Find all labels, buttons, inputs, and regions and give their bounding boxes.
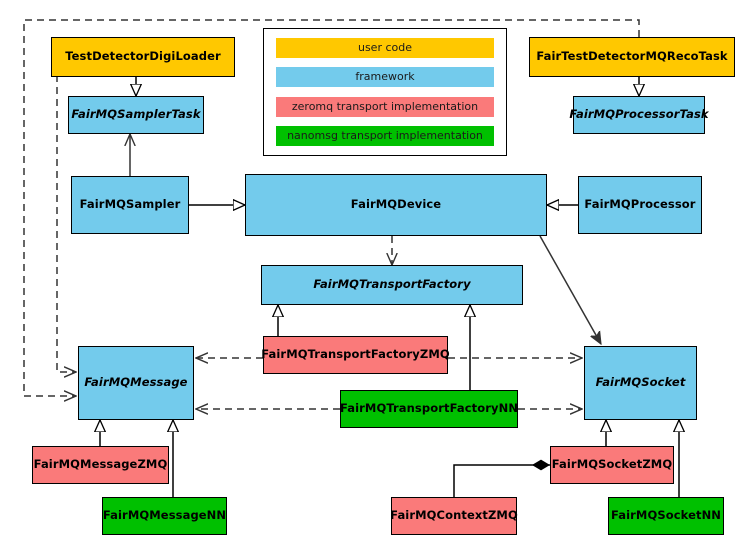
legend-item-user-code: user code bbox=[276, 38, 494, 58]
node-test-detector-digi-loader[interactable]: TestDetectorDigiLoader bbox=[51, 37, 235, 77]
node-fairmq-transport-factory[interactable]: FairMQTransportFactory bbox=[261, 265, 523, 305]
node-fairmq-processor[interactable]: FairMQProcessor bbox=[578, 176, 702, 234]
edge-device-socket bbox=[539, 235, 601, 344]
node-fairmq-transport-factory-zmq[interactable]: FairMQTransportFactoryZMQ bbox=[261, 336, 450, 374]
node-fairmq-socket-zmq[interactable]: FairMQSocketZMQ bbox=[550, 446, 674, 484]
node-fairmq-sampler[interactable]: FairMQSampler bbox=[71, 176, 189, 234]
legend-item-nanomsg: nanomsg transport implementation bbox=[276, 125, 494, 146]
node-fairmq-message[interactable]: FairMQMessage bbox=[78, 346, 194, 420]
node-fairmq-message-nn[interactable]: FairMQMessageNN bbox=[102, 497, 227, 535]
node-fairmq-message-zmq[interactable]: FairMQMessageZMQ bbox=[32, 446, 169, 484]
node-fairmq-socket[interactable]: FairMQSocket bbox=[584, 346, 697, 420]
legend: user code framework zeromq transport imp… bbox=[263, 28, 507, 156]
node-fairmq-device[interactable]: FairMQDevice bbox=[245, 174, 547, 236]
legend-item-zeromq: zeromq transport implementation bbox=[276, 96, 494, 117]
node-fairmq-processor-task[interactable]: FairMQProcessorTask bbox=[569, 96, 709, 134]
node-fairmq-sampler-task[interactable]: FairMQSamplerTask bbox=[68, 96, 204, 134]
node-fairmq-transport-factory-nn[interactable]: FairMQTransportFactoryNN bbox=[340, 390, 518, 428]
edge-recotask-message bbox=[23, 19, 640, 396]
legend-item-framework: framework bbox=[276, 67, 494, 88]
node-fair-test-detector-mq-reco-task[interactable]: FairTestDetectorMQRecoTask bbox=[529, 37, 735, 77]
node-fairmq-socket-nn[interactable]: FairMQSocketNN bbox=[608, 497, 724, 535]
node-fairmq-context-zmq[interactable]: FairMQContextZMQ bbox=[390, 497, 518, 535]
